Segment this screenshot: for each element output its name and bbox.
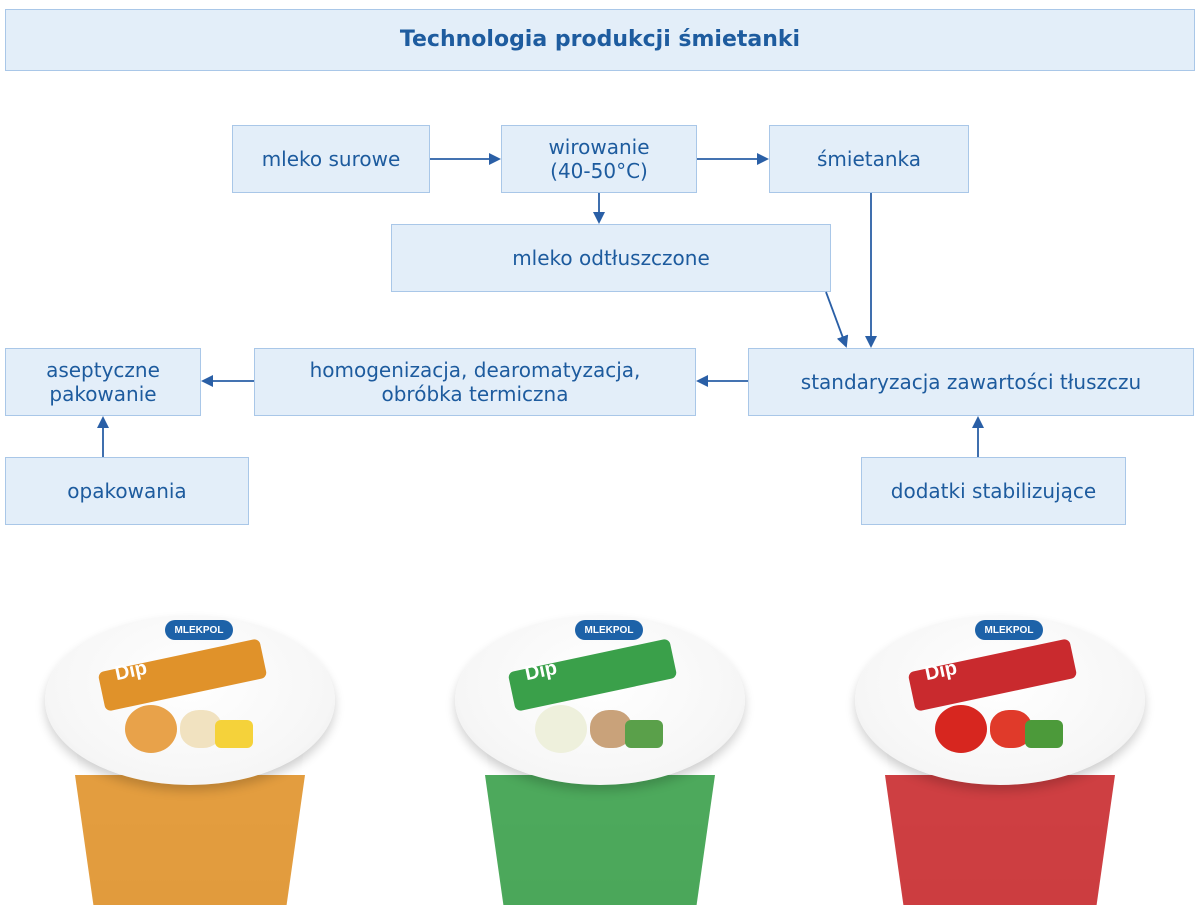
node-mleko-odtluszczone-label: mleko odtłuszczone: [512, 246, 710, 270]
node-standaryzacja-label: standaryzacja zawartości tłuszczu: [800, 370, 1142, 394]
node-aseptyczne-pakowanie: aseptyczne pakowanie: [5, 348, 201, 416]
brand-logo: MLEKPOL: [975, 620, 1043, 640]
node-homogenizacja-label: homogenizacja, dearomatyzacja, obróbka t…: [309, 358, 641, 406]
cup-band: [885, 775, 1115, 905]
node-smietanka-label: śmietanka: [816, 147, 922, 171]
node-mleko-surowe-label: mleko surowe: [261, 147, 401, 171]
node-opakowania: opakowania: [5, 457, 249, 525]
node-aseptyczne-label: aseptyczne pakowanie: [46, 358, 160, 406]
node-opakowania-label: opakowania: [67, 479, 187, 503]
arrow-odtluszczone-to-standaryzacja: [825, 291, 849, 348]
pepper-image: [935, 705, 987, 753]
basil-image: [1025, 720, 1063, 748]
cup-band: [75, 775, 305, 905]
cheese-image: [215, 720, 253, 748]
herb-image: [625, 720, 663, 748]
onion-image: [125, 705, 177, 753]
node-wirowanie-label: wirowanie (40-50°C): [548, 135, 650, 183]
node-wirowanie: wirowanie (40-50°C): [501, 125, 697, 193]
node-smietanka: śmietanka: [769, 125, 969, 193]
product-cup-garlic: MLEKPOL Dip: [455, 600, 745, 910]
cup-lid: [455, 615, 745, 785]
diagram-title-text: Technologia produkcji śmietanki: [399, 26, 801, 52]
garlic-image: [535, 705, 587, 753]
brand-logo: MLEKPOL: [165, 620, 233, 640]
node-standaryzacja: standaryzacja zawartości tłuszczu: [748, 348, 1194, 416]
diagram-title: Technologia produkcji śmietanki: [5, 9, 1195, 71]
product-cup-pepper: MLEKPOL Dip: [855, 600, 1145, 910]
node-homogenizacja: homogenizacja, dearomatyzacja, obróbka t…: [254, 348, 696, 416]
brand-logo: MLEKPOL: [575, 620, 643, 640]
node-mleko-surowe: mleko surowe: [232, 125, 430, 193]
product-cup-onion: MLEKPOL Dip: [45, 600, 335, 910]
node-dodatki-stabilizujace: dodatki stabilizujące: [861, 457, 1126, 525]
cup-lid: [45, 615, 335, 785]
cup-band: [485, 775, 715, 905]
cup-lid: [855, 615, 1145, 785]
node-mleko-odtluszczone: mleko odtłuszczone: [391, 224, 831, 292]
node-dodatki-label: dodatki stabilizujące: [890, 479, 1097, 503]
